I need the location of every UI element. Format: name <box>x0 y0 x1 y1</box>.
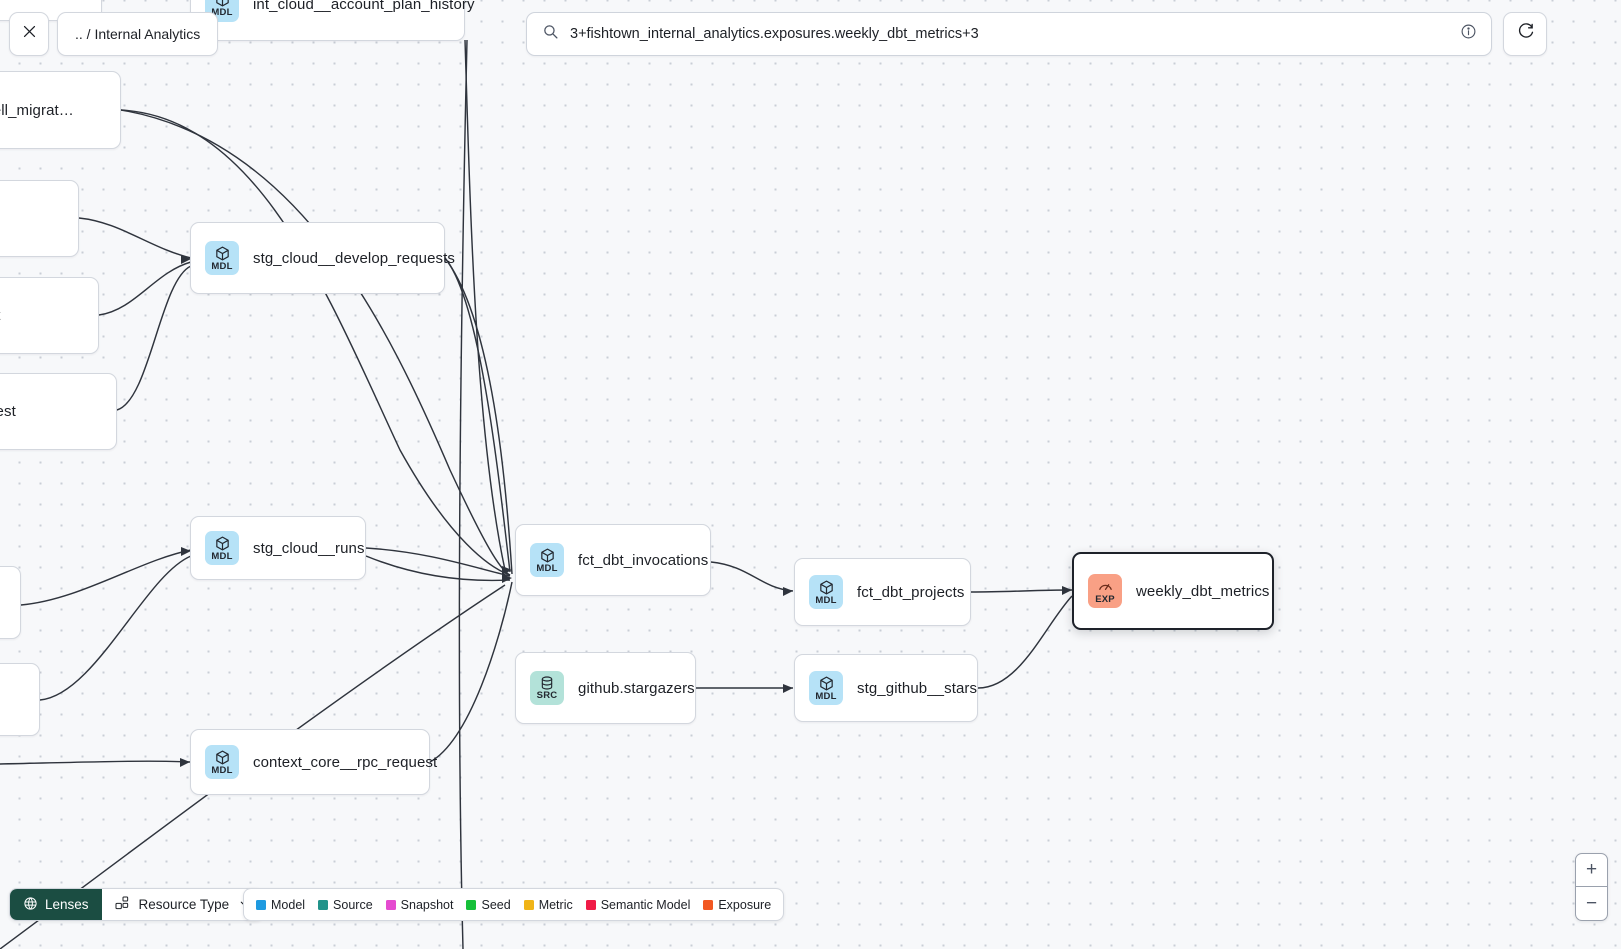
badge-text: MDL <box>211 550 233 562</box>
badge-text: MDL <box>211 764 233 776</box>
resource-type-label: Resource Type <box>138 897 230 912</box>
legend-swatch-snapshot <box>385 899 396 910</box>
legend-label: Exposure <box>718 897 772 912</box>
legend-swatch-exposure <box>703 899 714 910</box>
node-label: context_core__rpc_request <box>253 753 438 771</box>
node-label: fct_dbt_invocations <box>578 551 709 569</box>
refresh-icon <box>1516 22 1535 46</box>
cube-icon: MDL <box>809 671 843 705</box>
legend-item: Semantic Model <box>585 897 691 912</box>
cube-icon: MDL <box>205 745 239 779</box>
node-label: int_cloud__account_plan_history <box>253 0 475 13</box>
lineage-node-develop-request-b[interactable]: velop_request <box>0 277 99 354</box>
lineage-search-bar[interactable] <box>526 12 1492 56</box>
lineage-node-stg-cloud-runs[interactable]: MDL stg_cloud__runs <box>190 516 366 580</box>
lineage-node-stg-github-stars[interactable]: MDL stg_github__stars <box>794 654 978 722</box>
node-label: multicell_migrat… <box>0 101 74 119</box>
lineage-node-weekly-dbt-metrics[interactable]: EXP weekly_dbt_metrics <box>1072 552 1274 630</box>
close-icon <box>21 23 38 45</box>
legend-swatch-source <box>318 899 329 910</box>
gauge-icon: EXP <box>1088 574 1122 608</box>
search-icon <box>542 23 559 45</box>
database-icon: SRC <box>530 671 564 705</box>
lineage-node-context-core-rpc-request[interactable]: MDL context_core__rpc_request <box>190 729 437 795</box>
lineage-node-stg-cloud-develop-requests[interactable]: MDL stg_cloud__develop_requests <box>190 222 455 294</box>
lineage-node-fct-dbt-projects[interactable]: MDL fct_dbt_projects <box>794 558 971 626</box>
node-label: github.stargazers <box>578 679 695 697</box>
lens-icon <box>23 896 38 914</box>
badge-text: MDL <box>815 690 837 702</box>
legend-item: Source <box>318 898 373 912</box>
lenses-label: Lenses <box>45 897 89 912</box>
cube-icon: MDL <box>205 531 239 565</box>
zoom-in-label: + <box>1585 859 1598 880</box>
legend-item: Snapshot <box>385 897 454 912</box>
node-label: stg_github__stars <box>857 679 978 697</box>
lineage-node-develop-request-a[interactable]: p_request <box>0 180 79 257</box>
lineage-node-int-cloud-account-plan-history[interactable]: MDL int_cloud__account_plan_history <box>190 0 474 41</box>
zoom-in-button[interactable]: + <box>1576 854 1607 887</box>
legend-item: Seed <box>466 897 511 912</box>
legend-item: Exposure <box>703 898 771 912</box>
node-label: fct_dbt_projects <box>857 583 965 601</box>
node-label: _develop_request <box>0 403 16 420</box>
badge-text: MDL <box>211 7 233 18</box>
close-button[interactable] <box>9 12 49 56</box>
legend-swatch-model <box>256 899 266 910</box>
legend-label: Snapshot <box>400 897 454 912</box>
legend-item: Metric <box>523 897 573 912</box>
info-icon[interactable] <box>1460 23 1477 45</box>
cube-icon: MDL <box>205 241 239 275</box>
node-label: stg_cloud__develop_requests <box>253 249 456 267</box>
lineage-node-multicell-migrate[interactable]: multicell_migrat… <box>0 71 121 149</box>
legend-label: Model <box>271 897 306 912</box>
zoom-out-button[interactable]: − <box>1576 887 1607 920</box>
lineage-node-develop-request-c[interactable]: _develop_request <box>0 373 117 450</box>
breadcrumb-label: .. / Internal Analytics <box>75 26 201 42</box>
badge-text: MDL <box>211 260 233 272</box>
legend-swatch-semantic-model <box>585 899 596 910</box>
cube-icon: MDL <box>809 575 843 609</box>
refresh-button[interactable] <box>1503 12 1547 56</box>
legend-item: Model <box>256 898 305 912</box>
cube-icon: MDL <box>530 543 564 577</box>
lineage-node-fct-dbt-invocations[interactable]: MDL fct_dbt_invocations <box>515 524 711 596</box>
badge-text: EXP <box>1095 593 1115 605</box>
lineage-node-left-run[interactable]: _run <box>0 663 40 736</box>
resource-type-legend: Model Source Snapshot Seed Metric Semant… <box>243 888 785 921</box>
lenses-button[interactable]: Lenses <box>10 889 102 920</box>
badge-text: MDL <box>815 594 837 606</box>
search-input[interactable] <box>570 26 1449 42</box>
lineage-node-github-stargazers[interactable]: SRC github.stargazers <box>515 652 696 724</box>
node-label: weekly_dbt_metrics <box>1136 582 1270 600</box>
legend-label: Seed <box>481 897 511 912</box>
breadcrumb[interactable]: .. / Internal Analytics <box>57 12 219 56</box>
node-label: velop_request <box>0 307 1 324</box>
lineage-node-left-n[interactable]: n <box>0 566 21 639</box>
badge-text: SRC <box>536 690 558 701</box>
node-label: stg_cloud__runs <box>253 539 365 557</box>
legend-swatch-seed <box>466 899 477 910</box>
node-label: snapshot_daily <box>0 0 38 1</box>
zoom-controls[interactable]: + − <box>1575 853 1608 921</box>
legend-label: Metric <box>538 897 573 912</box>
resource-type-dropdown[interactable]: Resource Type <box>102 889 263 920</box>
legend-swatch-metric <box>523 899 534 910</box>
legend-label: Semantic Model <box>600 897 691 912</box>
lens-toolbar[interactable]: Lenses Resource Type <box>9 888 264 921</box>
resource-type-icon <box>114 895 130 914</box>
zoom-out-label: − <box>1585 892 1598 914</box>
badge-text: MDL <box>536 562 558 574</box>
legend-label: Source <box>333 897 373 912</box>
